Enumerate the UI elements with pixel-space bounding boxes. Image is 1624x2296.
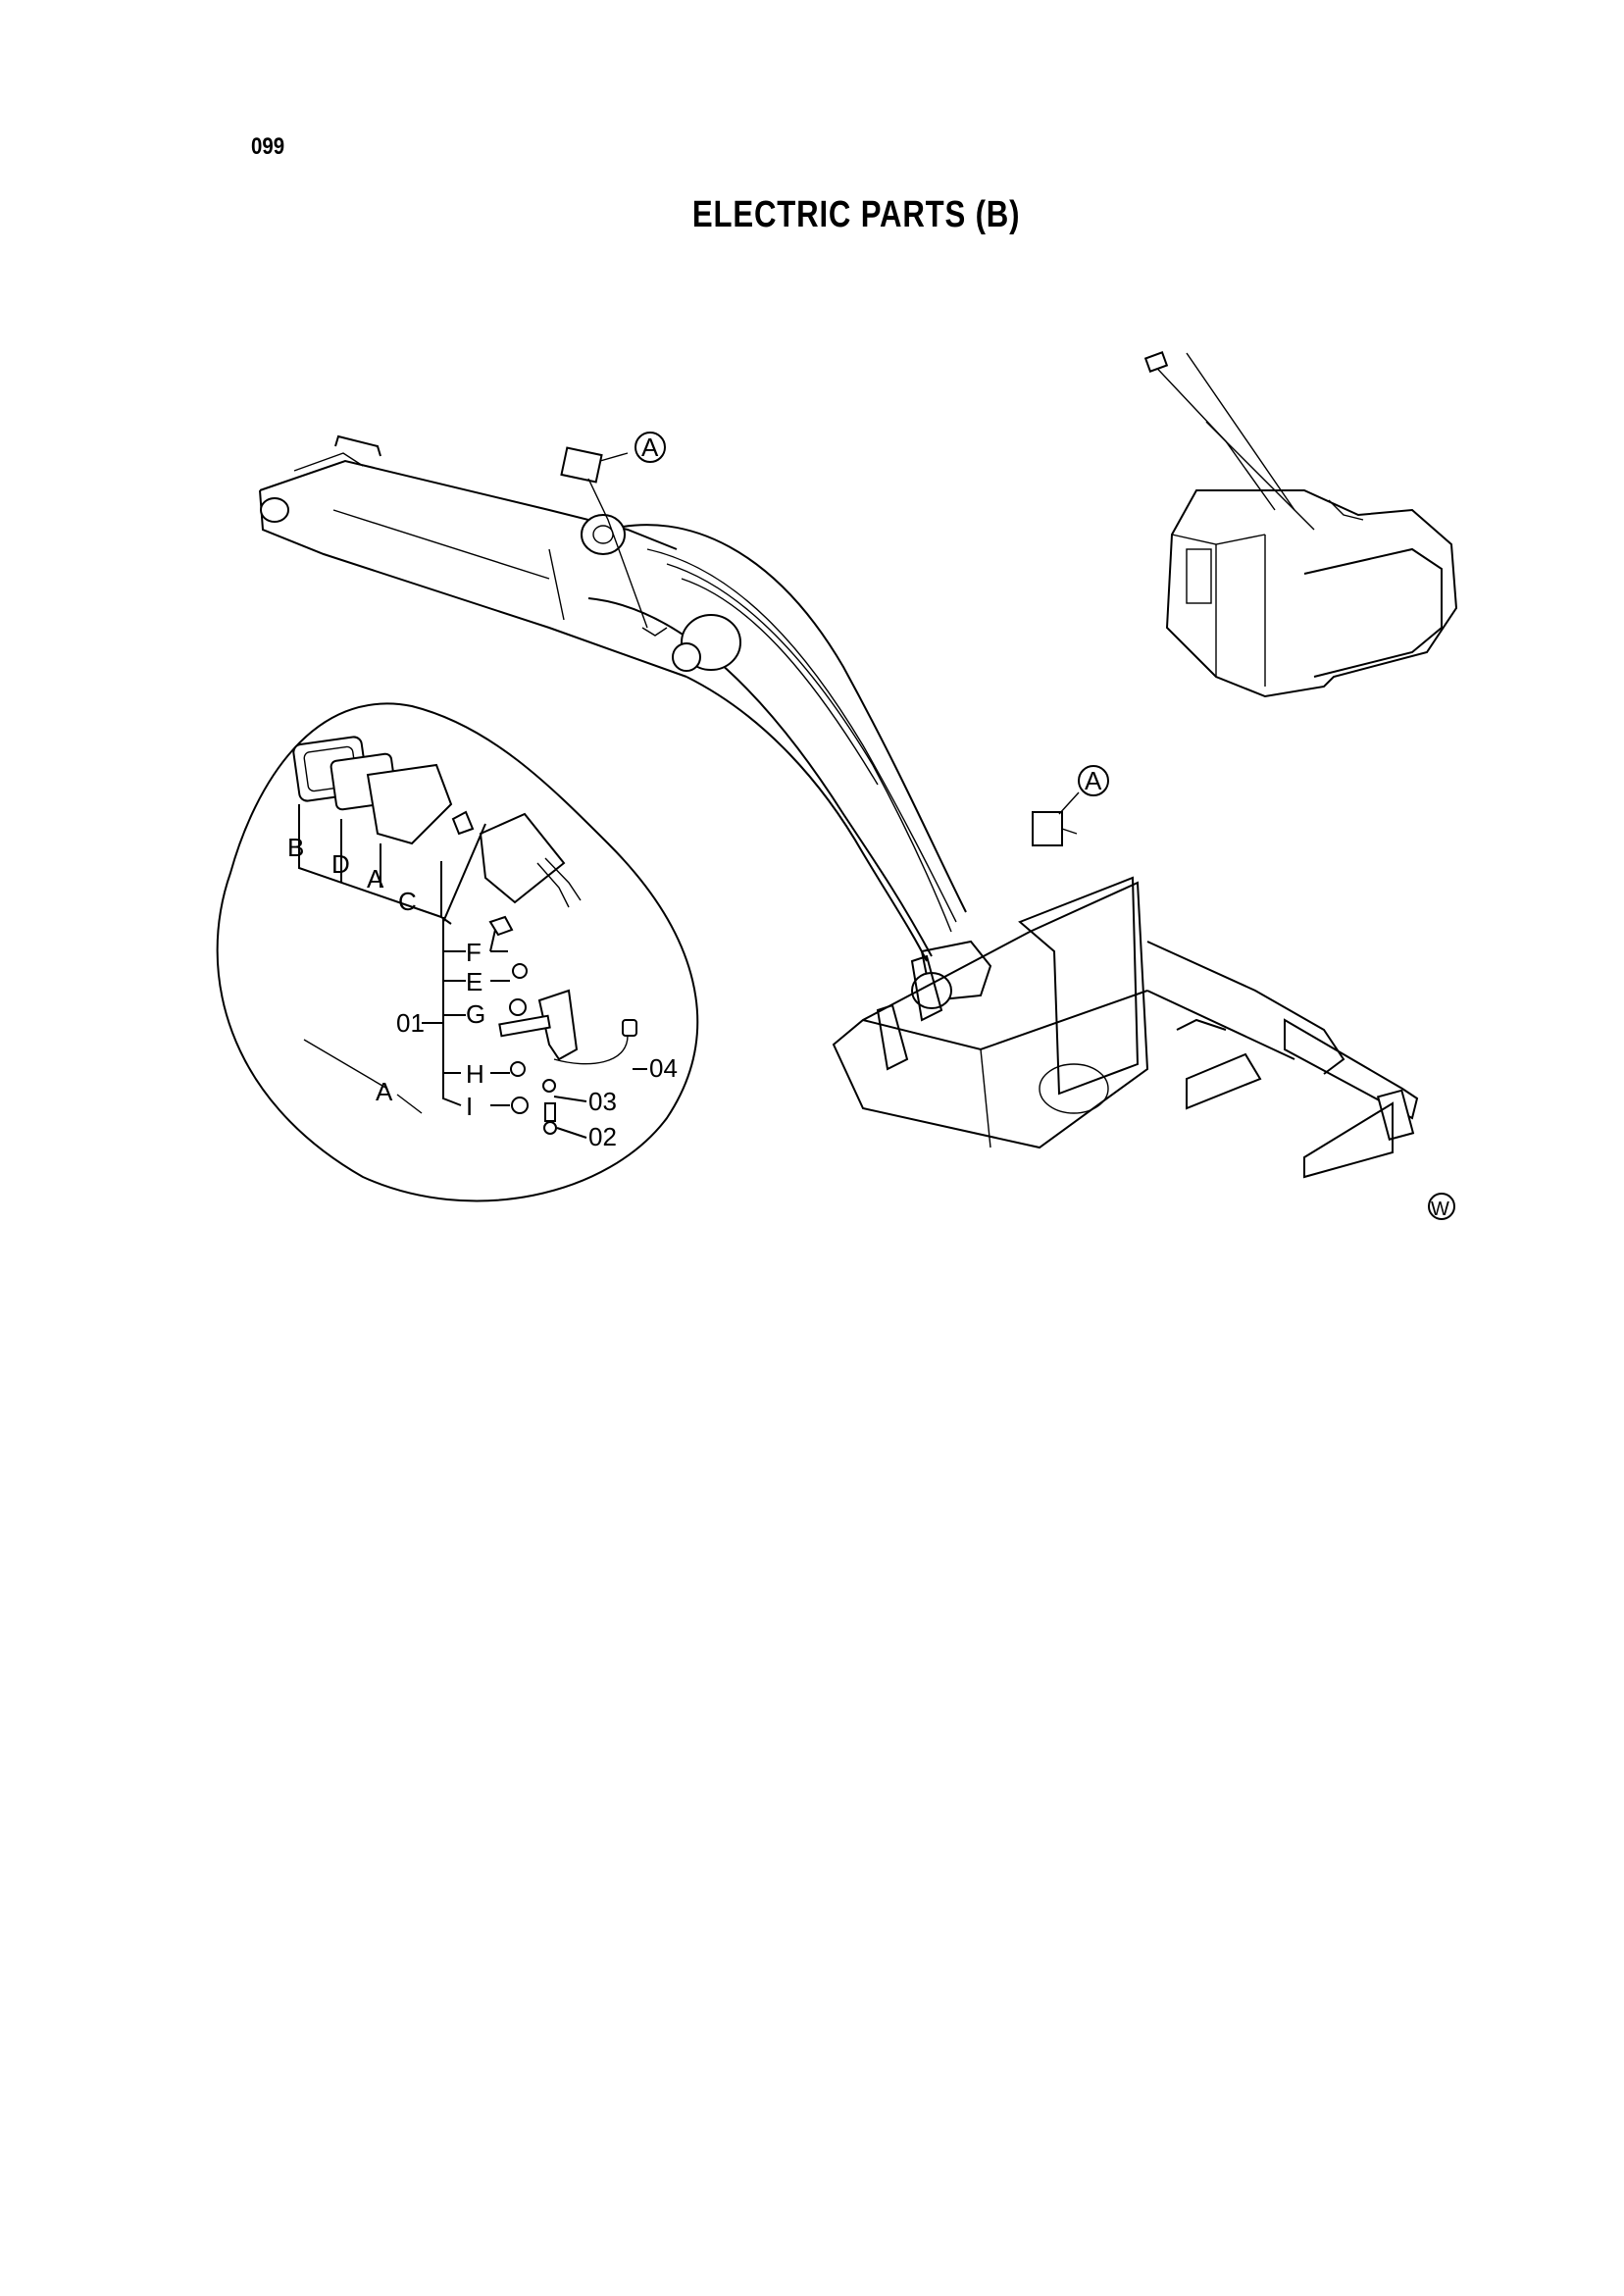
corner-mark-circle: [1428, 1193, 1455, 1220]
label-sub-part-f: F: [466, 938, 482, 967]
label-assembly-01: 01: [396, 1008, 425, 1038]
label-sub-part-h: H: [466, 1059, 484, 1089]
label-sub-part-g: G: [466, 999, 485, 1029]
label-part-02: 02: [588, 1122, 617, 1151]
label-part-03: 03: [588, 1087, 617, 1116]
label-sub-part-c: C: [398, 887, 417, 916]
callout-detail-group: A: [376, 1077, 393, 1106]
label-sub-part-e: E: [466, 967, 482, 996]
boom-arm-drawing: [259, 432, 992, 1009]
label-part-04: 04: [649, 1053, 678, 1083]
label-sub-part-i: I: [466, 1092, 473, 1121]
label-sub-part-b: B: [287, 833, 304, 862]
page-title: ELECTRIC PARTS (B): [691, 194, 1021, 235]
detail-group: [216, 702, 699, 1202]
corner-mark: W: [1431, 1199, 1449, 1220]
excavator-inset-drawing: [1143, 351, 1458, 698]
callout-frame-light: A: [1085, 766, 1102, 795]
label-sub-part-d: D: [331, 849, 350, 879]
callout-boom-light: A: [641, 433, 659, 462]
page-number: 099: [251, 133, 285, 160]
label-sub-part-a: A: [367, 864, 384, 893]
upper-frame-drawing: [832, 765, 1419, 1179]
